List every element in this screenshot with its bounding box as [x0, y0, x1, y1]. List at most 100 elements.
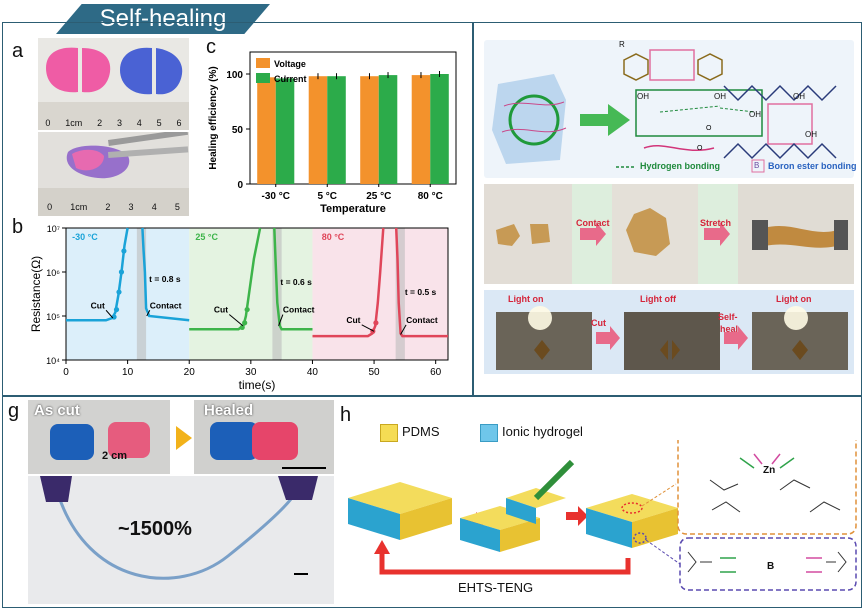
frame-top-left — [2, 22, 473, 396]
teng-assembly-diagram — [348, 440, 857, 591]
self-label: Self- — [718, 312, 738, 322]
legend-boron-box: B — [754, 161, 760, 170]
data-point — [113, 306, 120, 313]
heal-label: heal — [720, 324, 739, 334]
contact-gap-band — [395, 228, 405, 360]
plot-frame — [249, 51, 457, 185]
cut-label: Cut — [591, 318, 606, 328]
data-point — [373, 320, 379, 326]
ruler-tick: 5 — [174, 202, 180, 212]
cut-annotation: Cut — [91, 300, 105, 310]
photo-healed-hydrogel — [38, 128, 189, 216]
pdms-legend: PDMS — [402, 424, 440, 439]
photo-as-cut — [28, 400, 170, 474]
as-cut-label: As cut — [34, 402, 80, 419]
series-line — [273, 227, 313, 331]
ruler-tick: 0 — [45, 118, 51, 128]
bar — [275, 78, 295, 184]
zn-label: Zn — [763, 465, 776, 476]
time-annotation: t = 0.8 s — [149, 274, 181, 284]
y-tick-label: 10⁷ — [47, 224, 60, 234]
cut-arrow — [228, 314, 244, 327]
temperature-band — [189, 228, 313, 360]
oh-label: OH — [637, 92, 649, 101]
panel-b-label: b — [12, 216, 24, 238]
x-tick-label: 10 — [122, 367, 134, 378]
as-cut-cubes — [50, 422, 150, 460]
ruler-tick: 4 — [151, 202, 157, 212]
legend-label: Current — [274, 74, 307, 84]
oh-label: OH — [793, 92, 805, 101]
light-off-label: Light off — [640, 294, 676, 304]
series-line — [141, 227, 190, 322]
contact-arrow — [278, 314, 284, 326]
ruler-tick: 2 — [97, 118, 103, 128]
cut-annotation: Cut — [214, 305, 228, 315]
ruler-tick: 4 — [136, 118, 142, 128]
series-line — [394, 227, 448, 338]
ruler-tick: 5 — [156, 118, 162, 128]
legend-swatch — [256, 73, 270, 83]
x-tick-label: 25 °C — [366, 191, 391, 202]
x-tick-label: 60 — [430, 367, 442, 378]
legend-swatch — [256, 58, 270, 68]
temperature-label: 80 °C — [322, 232, 345, 242]
boron-label: B — [767, 561, 775, 572]
panel-c-label: c — [206, 36, 216, 58]
legend-boron-ester-bonding: Boron ester bonding — [768, 161, 857, 171]
bonding-mechanism-diagram: O O — [492, 49, 837, 173]
ruler-tick: 1cm — [65, 118, 83, 128]
x-axis-label: Temperature — [320, 203, 386, 215]
cut-arrow — [105, 309, 114, 319]
y-tick-label: 100 — [226, 70, 243, 81]
ruler-tick: 3 — [128, 202, 134, 212]
bar — [308, 76, 328, 184]
bar — [327, 76, 346, 184]
contact-annotation: Contact — [283, 305, 315, 315]
contact-annotation: Contact — [150, 300, 182, 310]
plot-frame — [65, 227, 449, 361]
light-on-label-2: Light on — [776, 294, 812, 304]
y-tick-label: 10⁶ — [46, 268, 60, 278]
x-tick-label: 5 °C — [317, 191, 337, 202]
light-heal-illustration — [496, 306, 848, 370]
bar — [378, 75, 398, 184]
light-on-label: Light on — [508, 294, 544, 304]
x-tick-label: 40 — [307, 367, 319, 378]
arrow-right-icon — [176, 426, 192, 450]
bar — [411, 75, 431, 184]
y-tick-label: 0 — [237, 180, 243, 191]
contact-stretch-illustration — [484, 184, 854, 284]
contact-arrow — [146, 310, 151, 317]
temperature-band — [66, 228, 190, 360]
y-axis-label: Healing efficiency (%) — [208, 66, 219, 169]
healed-label: Healed — [204, 402, 254, 419]
panel-g-label: g — [8, 400, 20, 422]
bar — [257, 77, 276, 184]
time-annotation: t = 0.6 s — [280, 277, 312, 287]
x-axis-label: time(s) — [239, 378, 276, 392]
contact-arrow — [400, 324, 407, 335]
frame-bottom — [2, 396, 862, 608]
section-title-tab: Self-healing — [56, 4, 270, 34]
photo-cut-hydrogels — [38, 38, 189, 130]
ruler-tick: 0 — [47, 202, 53, 212]
oh-label: OH — [714, 92, 726, 101]
pdms-icon — [380, 424, 398, 442]
data-point — [242, 320, 248, 326]
bar — [360, 76, 379, 184]
y-tick-label: 10⁴ — [46, 356, 60, 366]
cut-annotation: Cut — [346, 315, 360, 325]
contact-annotation: Contact — [406, 315, 438, 325]
data-point — [239, 324, 245, 331]
oh-label: OH — [749, 110, 761, 119]
healed-cubes — [210, 422, 326, 469]
ruler-tick: 1cm — [70, 202, 88, 212]
ruler-a1: 0 1cm 2 3 4 5 6 — [38, 118, 189, 128]
svg-text:O: O — [697, 145, 703, 152]
ruler-tick: 3 — [116, 118, 122, 128]
y-tick-label: 10⁵ — [46, 312, 60, 322]
contact-gap-band — [136, 228, 147, 360]
